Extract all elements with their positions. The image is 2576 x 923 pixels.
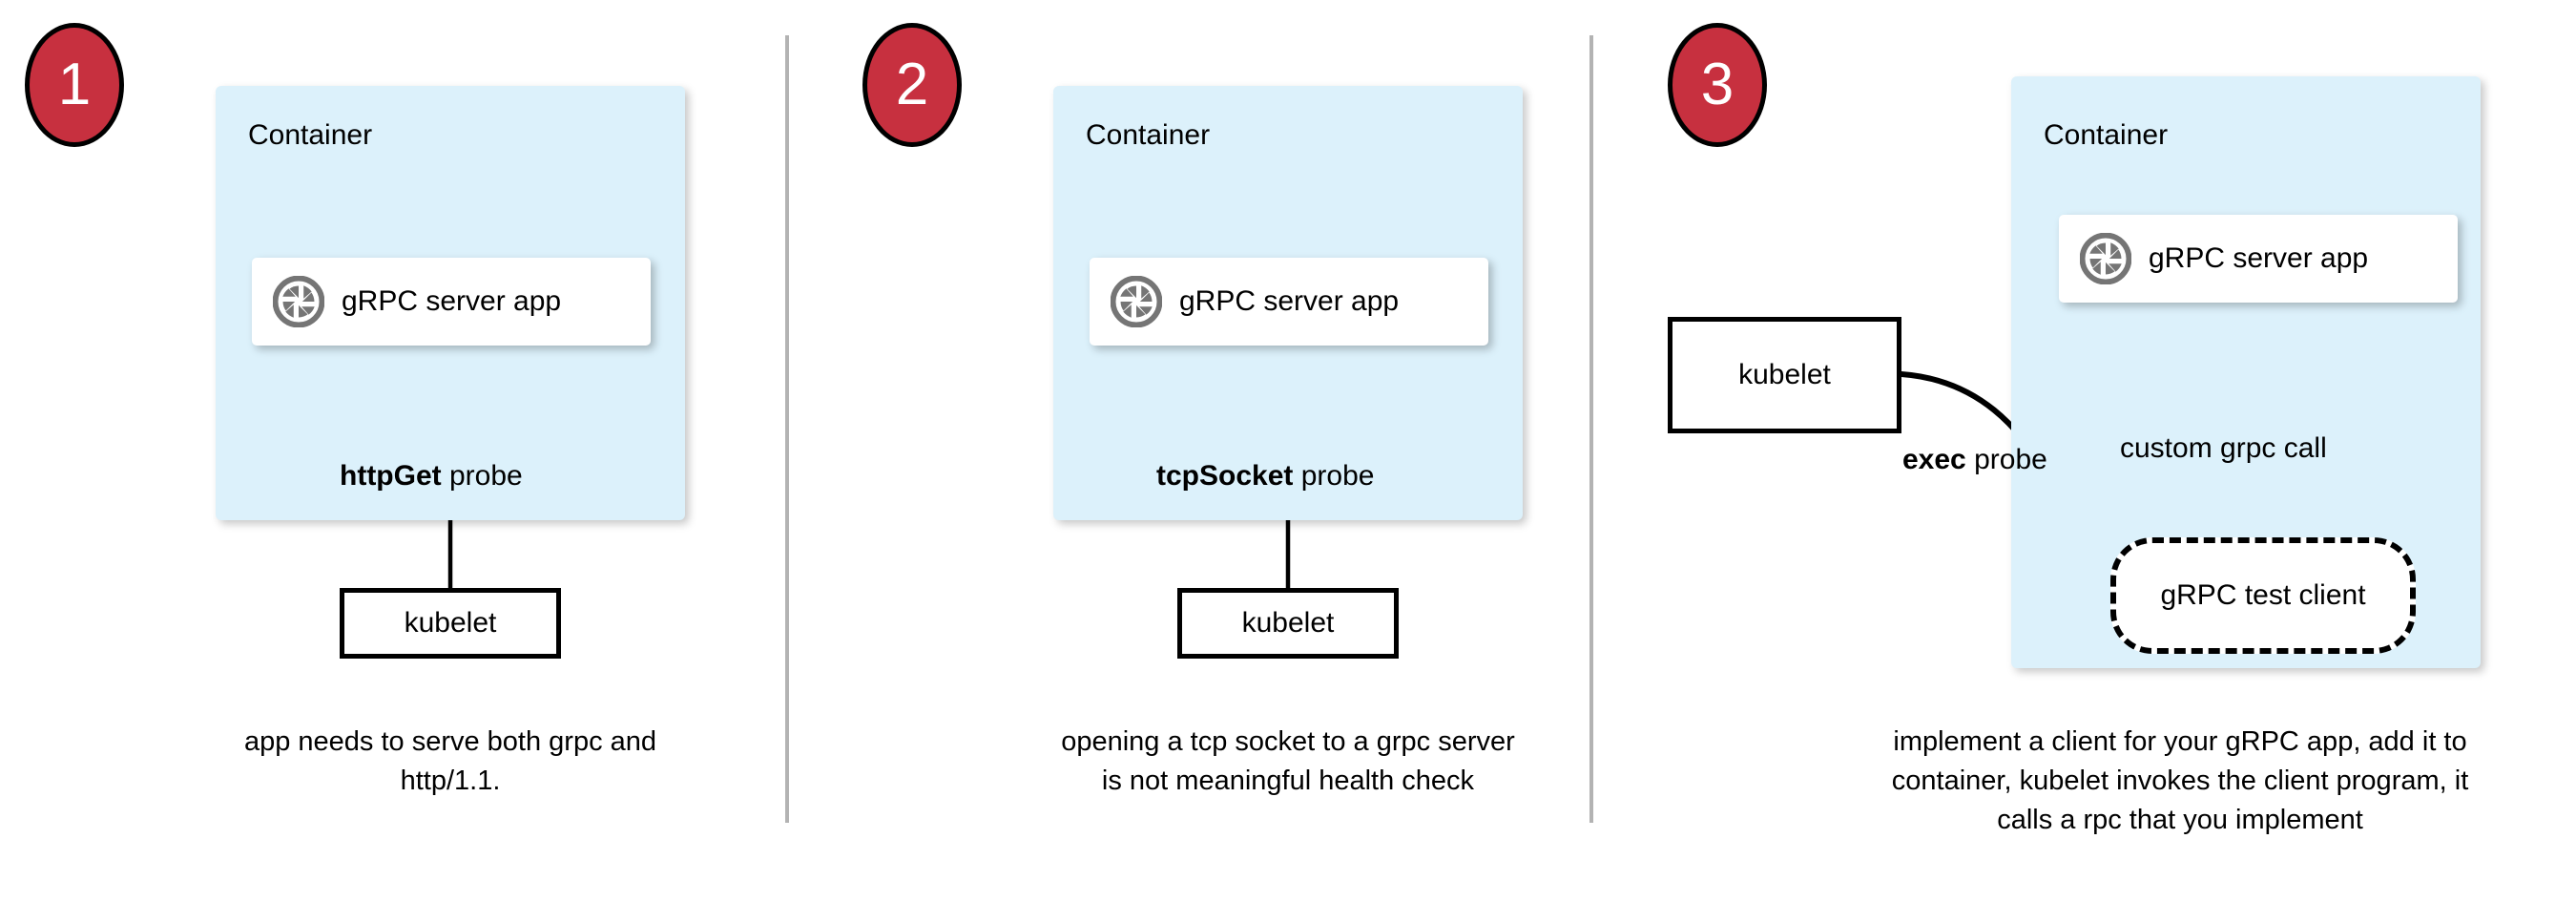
- kubelet-box-2: kubelet: [1177, 588, 1399, 659]
- step-badge-2: 2: [862, 23, 962, 147]
- grpc-server-app-label-2: gRPC server app: [1179, 285, 1400, 317]
- probe-type-1: httpGet: [340, 460, 442, 492]
- grpc-server-app-label-3: gRPC server app: [2149, 242, 2369, 274]
- grpc-server-app-box-2: gRPC server app: [1090, 258, 1488, 346]
- caption-1: app needs to serve both grpc and http/1.…: [243, 726, 657, 797]
- grpc-test-client-box: gRPC test client: [2110, 537, 2416, 654]
- panel-divider-1: [785, 35, 789, 823]
- probe-type-2: tcpSocket: [1156, 460, 1294, 492]
- kubelet-label-3: kubelet: [1738, 359, 1831, 390]
- kubelet-label-1: kubelet: [404, 607, 497, 639]
- grpc-aperture-icon: [2080, 233, 2131, 284]
- caption-2: opening a tcp socket to a grpc server is…: [1061, 726, 1515, 797]
- probe-suffix-3: probe: [1965, 444, 2047, 475]
- kubelet-box-1: kubelet: [340, 588, 561, 659]
- grpc-server-app-box-1: gRPC server app: [252, 258, 651, 346]
- kubelet-box-3: kubelet: [1668, 317, 1901, 433]
- grpc-aperture-icon: [273, 276, 324, 327]
- probe-label-3: exec probe: [1902, 444, 2047, 476]
- probe-suffix-1: probe: [441, 460, 523, 492]
- step-number: 1: [57, 52, 92, 117]
- grpc-server-app-box-3: gRPC server app: [2059, 215, 2458, 303]
- custom-grpc-call-label: custom grpc call: [2120, 432, 2327, 464]
- step-badge-3: 3: [1668, 23, 1767, 147]
- kubelet-label-2: kubelet: [1241, 607, 1335, 639]
- container-label-3: Container: [2044, 119, 2169, 151]
- grpc-server-app-label-1: gRPC server app: [342, 285, 562, 317]
- step-number: 3: [1700, 52, 1735, 117]
- probe-suffix-2: probe: [1293, 460, 1375, 492]
- step-number: 2: [895, 52, 929, 117]
- grpc-test-client-label: gRPC test client: [2160, 579, 2366, 611]
- probe-label-1: httpGet probe: [340, 460, 523, 493]
- panel-divider-2: [1589, 35, 1593, 823]
- caption-3: implement a client for your gRPC app, ad…: [1891, 726, 2469, 836]
- container-label-1: Container: [248, 119, 373, 151]
- container-label-2: Container: [1086, 119, 1211, 151]
- probe-type-3: exec: [1902, 444, 1966, 475]
- grpc-aperture-icon: [1111, 276, 1162, 327]
- step-badge-1: 1: [25, 23, 124, 147]
- probe-label-2: tcpSocket probe: [1156, 460, 1374, 493]
